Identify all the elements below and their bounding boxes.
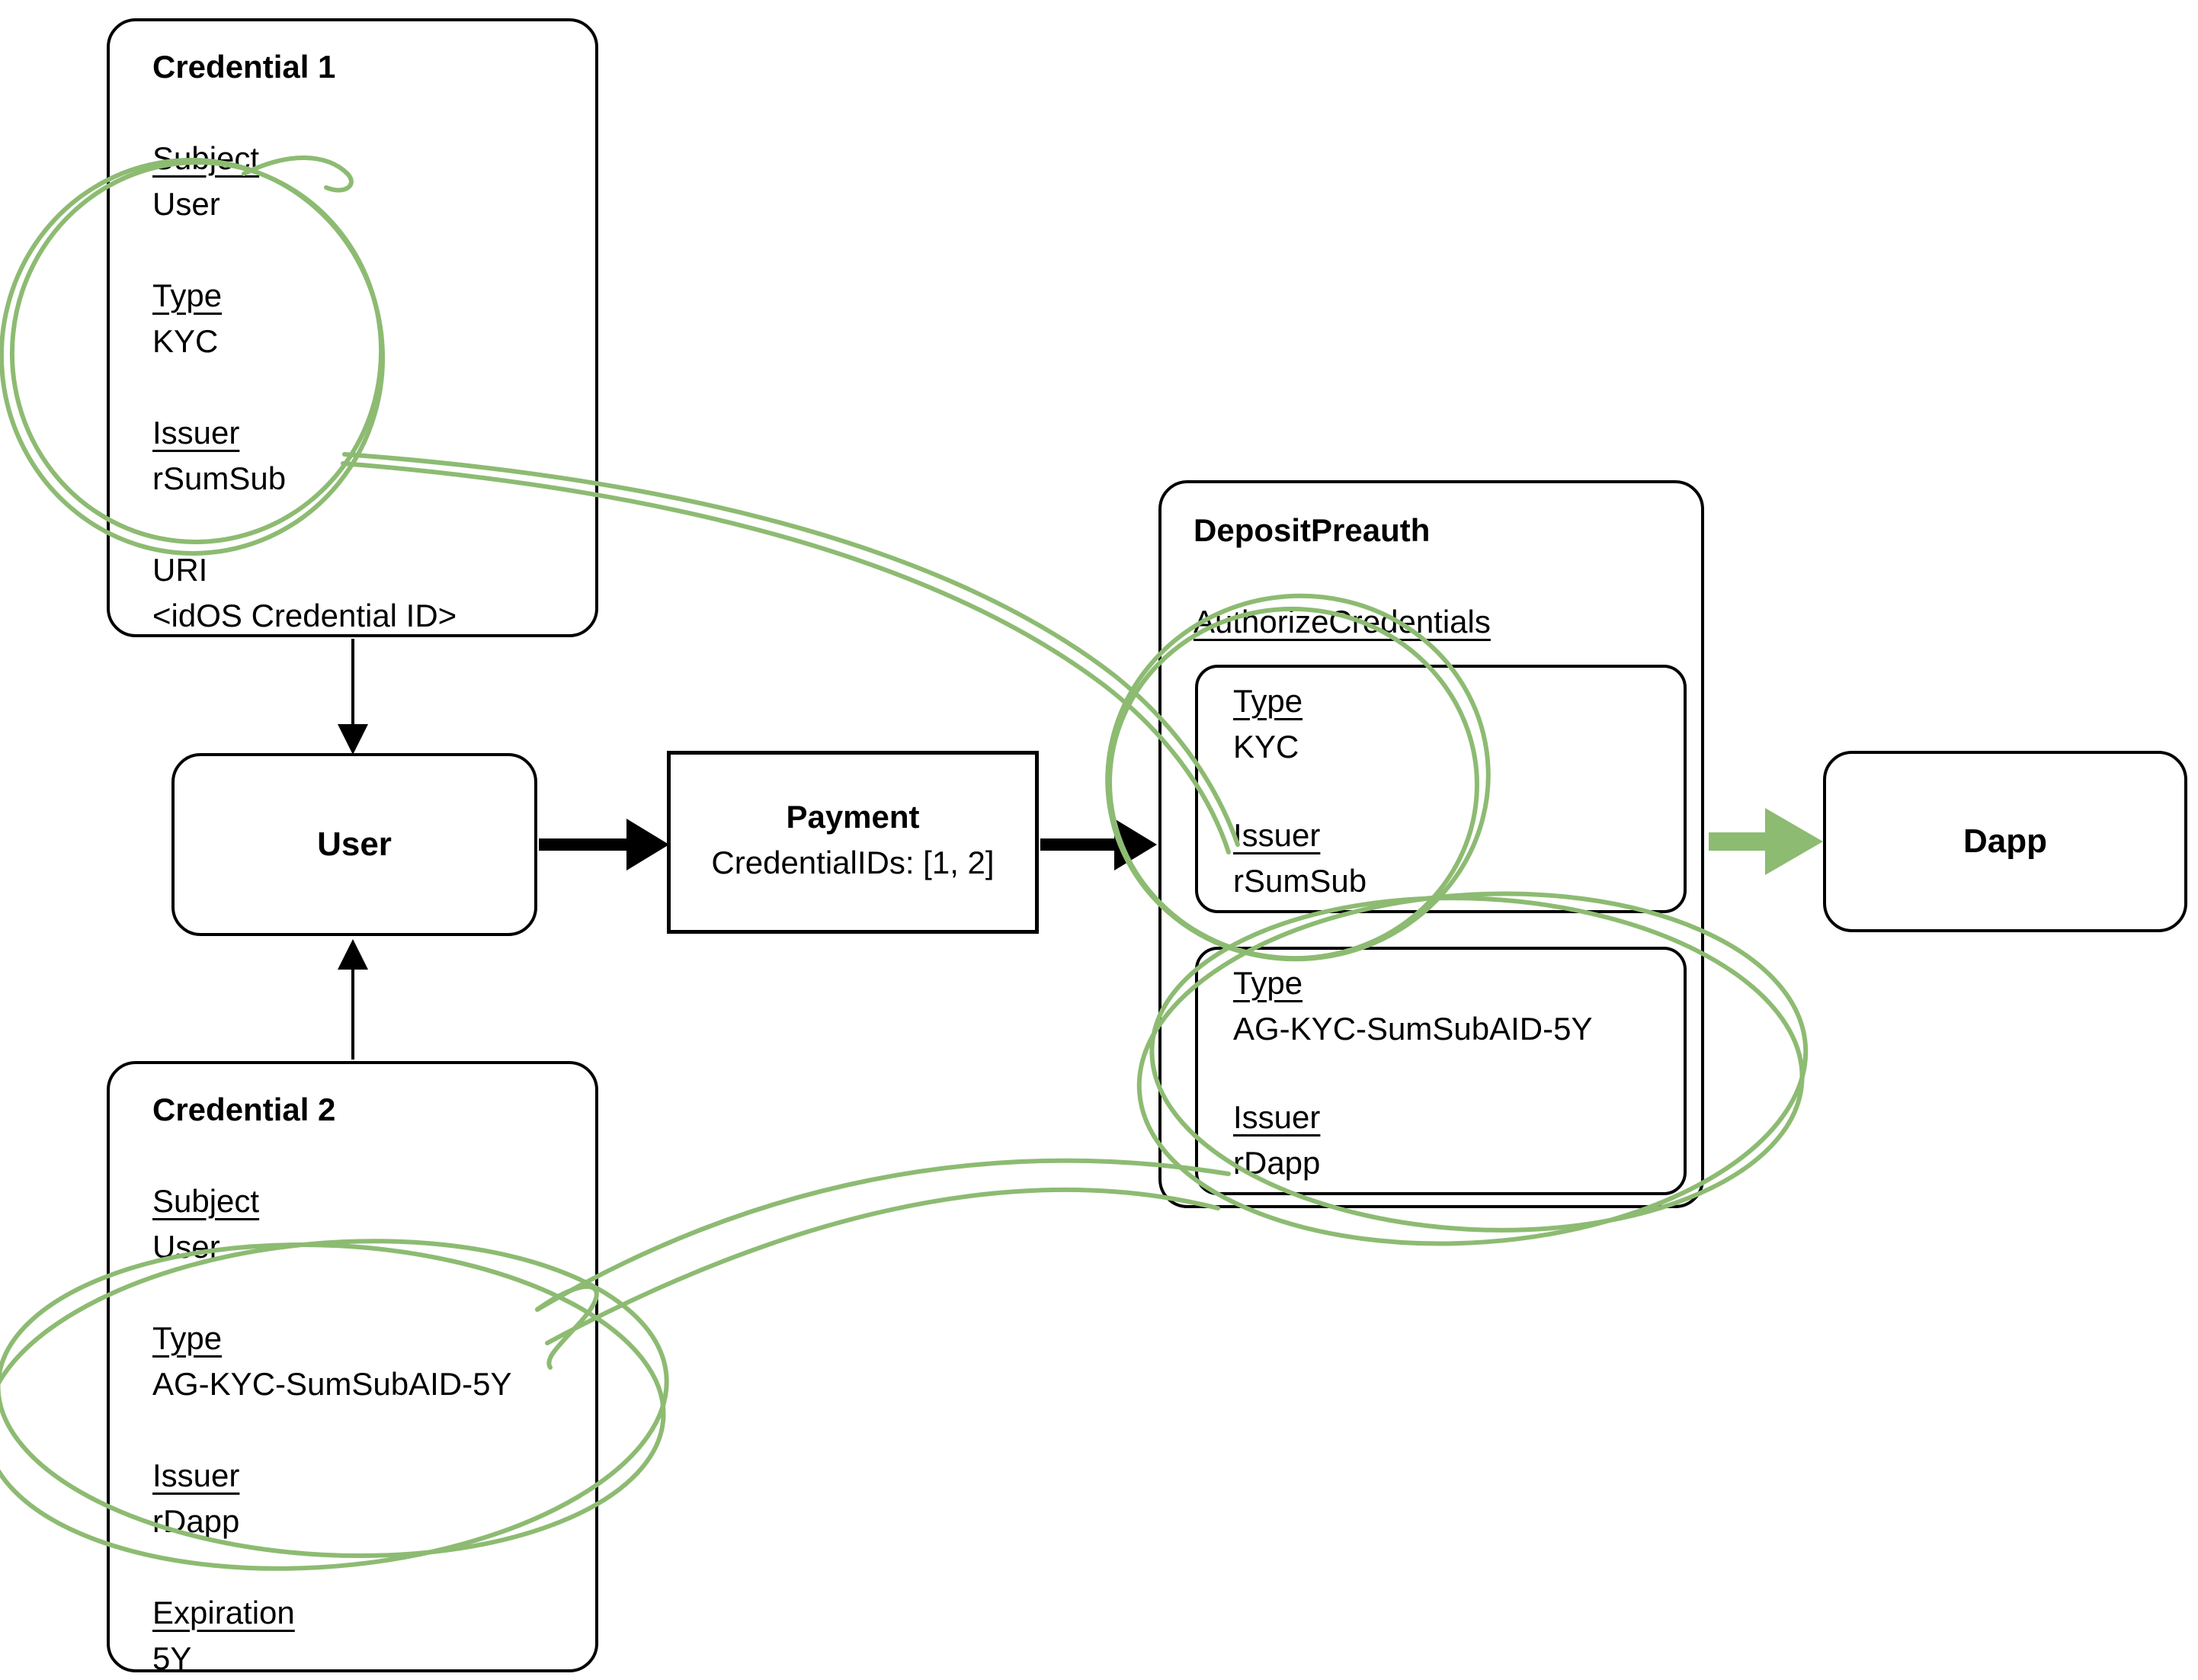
spacer <box>152 1407 565 1453</box>
credential1-title: Credential 1 <box>152 49 336 85</box>
credential2-issuer-field: Issuer rDapp <box>152 1453 565 1544</box>
highlight-connector-credential2-to-entry2 <box>535 1158 1231 1370</box>
spacer <box>152 1270 565 1316</box>
credential1-uri-value: <idOS Credential ID> <box>152 598 457 633</box>
credential2-issuer-value: rDapp <box>152 1503 240 1539</box>
deposit-preauth-box: DepositPreauth AuthorizeCredentials Type… <box>1158 480 1704 1208</box>
arrow-credential2-to-user-head <box>338 939 368 970</box>
entry1-issuer-value: rSumSub <box>1233 863 1367 899</box>
spacer <box>1233 1052 1661 1095</box>
credential1-issuer-field: Issuer rSumSub <box>152 410 565 502</box>
credential1-issuer-value: rSumSub <box>152 460 287 496</box>
dapp-node-label: Dapp <box>1963 822 2047 860</box>
entry1-type-value: KYC <box>1233 729 1299 765</box>
credential2-subject-label: Subject <box>152 1183 260 1219</box>
arrow-payment-to-depositpreauth-head <box>1114 819 1157 870</box>
credential2-subject-value: User <box>152 1229 220 1265</box>
credential2-expiration-value: 5Y <box>152 1640 192 1676</box>
credential2-type-field: Type AG-KYC-SumSubAID-5Y <box>152 1316 565 1407</box>
credential2-type-label: Type <box>152 1320 223 1356</box>
credential2-subject-field: Subject User <box>152 1178 565 1270</box>
credential1-issuer-label: Issuer <box>152 415 240 450</box>
entry2-issuer-value: rDapp <box>1233 1145 1321 1181</box>
authorized-credential-entry-2: Type AG-KYC-SumSubAID-5Y Issuer rDapp <box>1195 947 1687 1195</box>
spacer <box>152 1544 565 1590</box>
credential2-type-value: AG-KYC-SumSubAID-5Y <box>152 1366 512 1402</box>
spacer <box>152 364 565 410</box>
spacer <box>152 502 565 547</box>
authorize-credentials-label: AuthorizeCredentials <box>1194 604 1491 640</box>
spacer <box>1194 553 1671 599</box>
user-node: User <box>171 753 537 936</box>
arrow-depositpreauth-to-dapp-head <box>1765 808 1823 875</box>
spacer <box>152 227 565 273</box>
entry1-type-label: Type <box>1233 683 1303 719</box>
spacer <box>152 1133 565 1178</box>
credential1-uri-label: URI <box>152 552 208 588</box>
dapp-node: Dapp <box>1823 751 2187 932</box>
credential2-expiration-field: Expiration 5Y <box>152 1590 565 1680</box>
user-node-label: User <box>317 826 392 863</box>
entry2-type-label: Type <box>1233 965 1303 1001</box>
credential1-type-field: Type KYC <box>152 273 565 364</box>
credential1-type-label: Type <box>152 277 223 313</box>
credential1-type-value: KYC <box>152 323 219 359</box>
arrow-credential1-to-user-head <box>338 724 368 755</box>
payment-detail: CredentialIDs: [1, 2] <box>711 845 995 880</box>
credential2-issuer-label: Issuer <box>152 1457 240 1493</box>
deposit-preauth-title: DepositPreauth <box>1194 512 1431 548</box>
credential1-uri-field: URI <idOS Credential ID> <box>152 547 565 639</box>
credential1-subject-field: Subject User <box>152 136 565 227</box>
credential1-box: Credential 1 Subject User Type KYC Issue… <box>107 18 598 637</box>
entry2-type-value: AG-KYC-SumSubAID-5Y <box>1233 1011 1593 1047</box>
credential2-expiration-label: Expiration <box>152 1595 295 1630</box>
credential1-subject-label: Subject <box>152 140 260 176</box>
credential1-subject-value: User <box>152 186 220 222</box>
payment-node: Payment CredentialIDs: [1, 2] <box>667 751 1039 934</box>
spacer <box>152 90 565 136</box>
credential2-box: Credential 2 Subject User Type AG-KYC-Su… <box>107 1061 598 1676</box>
payment-title: Payment <box>786 799 920 835</box>
spacer <box>1233 770 1661 813</box>
credential2-title: Credential 2 <box>152 1092 336 1127</box>
arrow-user-to-payment-head <box>626 819 669 870</box>
entry2-issuer-label: Issuer <box>1233 1099 1321 1135</box>
entry1-issuer-label: Issuer <box>1233 817 1321 853</box>
authorized-credential-entry-1: Type KYC Issuer rSumSub <box>1195 665 1687 913</box>
